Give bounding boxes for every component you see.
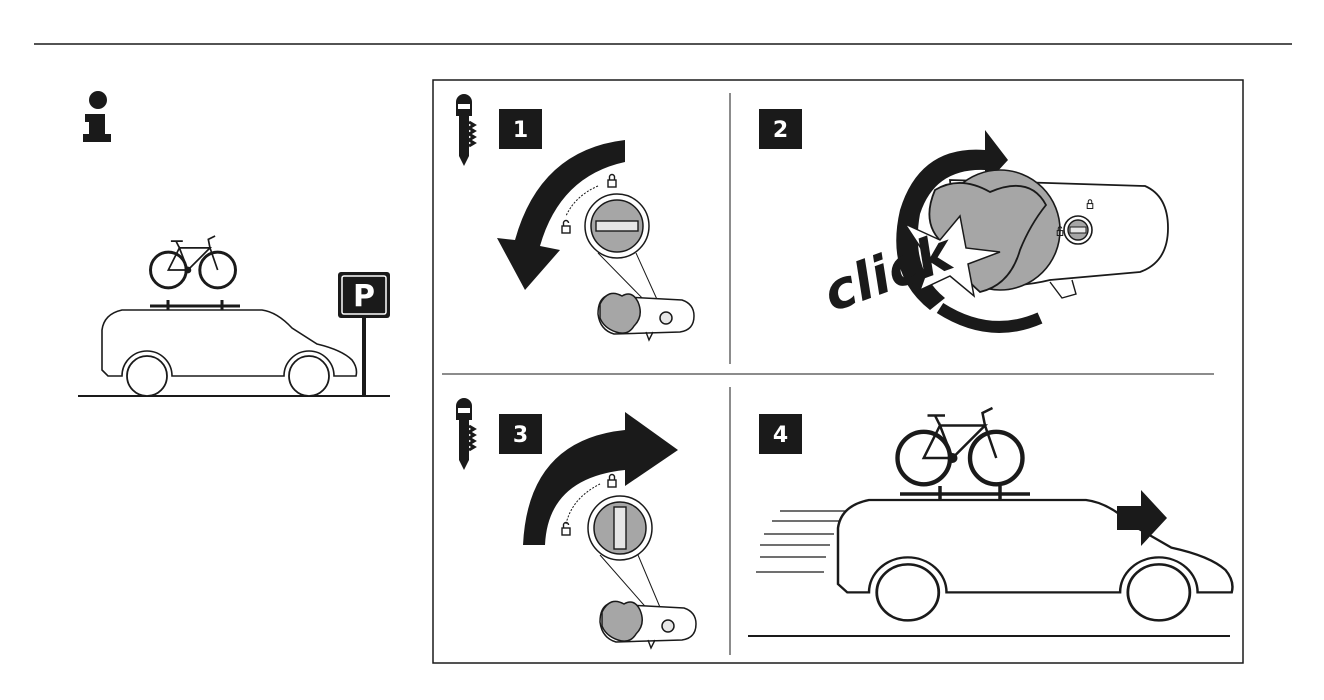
arrow-right-icon	[1117, 490, 1167, 546]
step-2-badge	[759, 109, 802, 149]
parking-sign-letter: P	[353, 279, 375, 314]
roof-bars	[900, 486, 1030, 500]
step-1-number: 1	[513, 118, 528, 143]
bicycle-icon	[149, 234, 237, 290]
rotate-arrow-tail	[936, 302, 1043, 333]
click-burst	[902, 214, 1001, 298]
step-3: 3	[454, 396, 697, 649]
parking-sign-icon: P	[338, 272, 390, 396]
step-4-number: 4	[773, 423, 788, 448]
roof-bars	[150, 300, 240, 310]
step-4: 4	[748, 408, 1234, 637]
lock-direction-arc	[565, 483, 601, 525]
rotate-arrow-clockwise	[523, 412, 678, 545]
step-1-badge	[499, 109, 542, 149]
rotate-arrow-counterclockwise	[497, 140, 625, 290]
lock-cylinder-horizontal	[584, 193, 650, 259]
zoom-lines	[599, 554, 663, 613]
step-1: 1	[454, 92, 695, 341]
step-2-number: 2	[773, 118, 788, 143]
info-icon	[83, 91, 111, 142]
step-3-badge	[499, 414, 542, 454]
parked-car-illustration: P	[78, 234, 390, 397]
lock-cylinder-vertical	[587, 495, 653, 561]
rotate-arrow-clockwise	[896, 130, 1008, 310]
speed-lines	[756, 510, 846, 573]
car-icon	[101, 309, 358, 397]
step-3-number: 3	[513, 423, 528, 448]
lock-direction-arc	[565, 185, 599, 217]
step-4-badge	[759, 414, 802, 454]
